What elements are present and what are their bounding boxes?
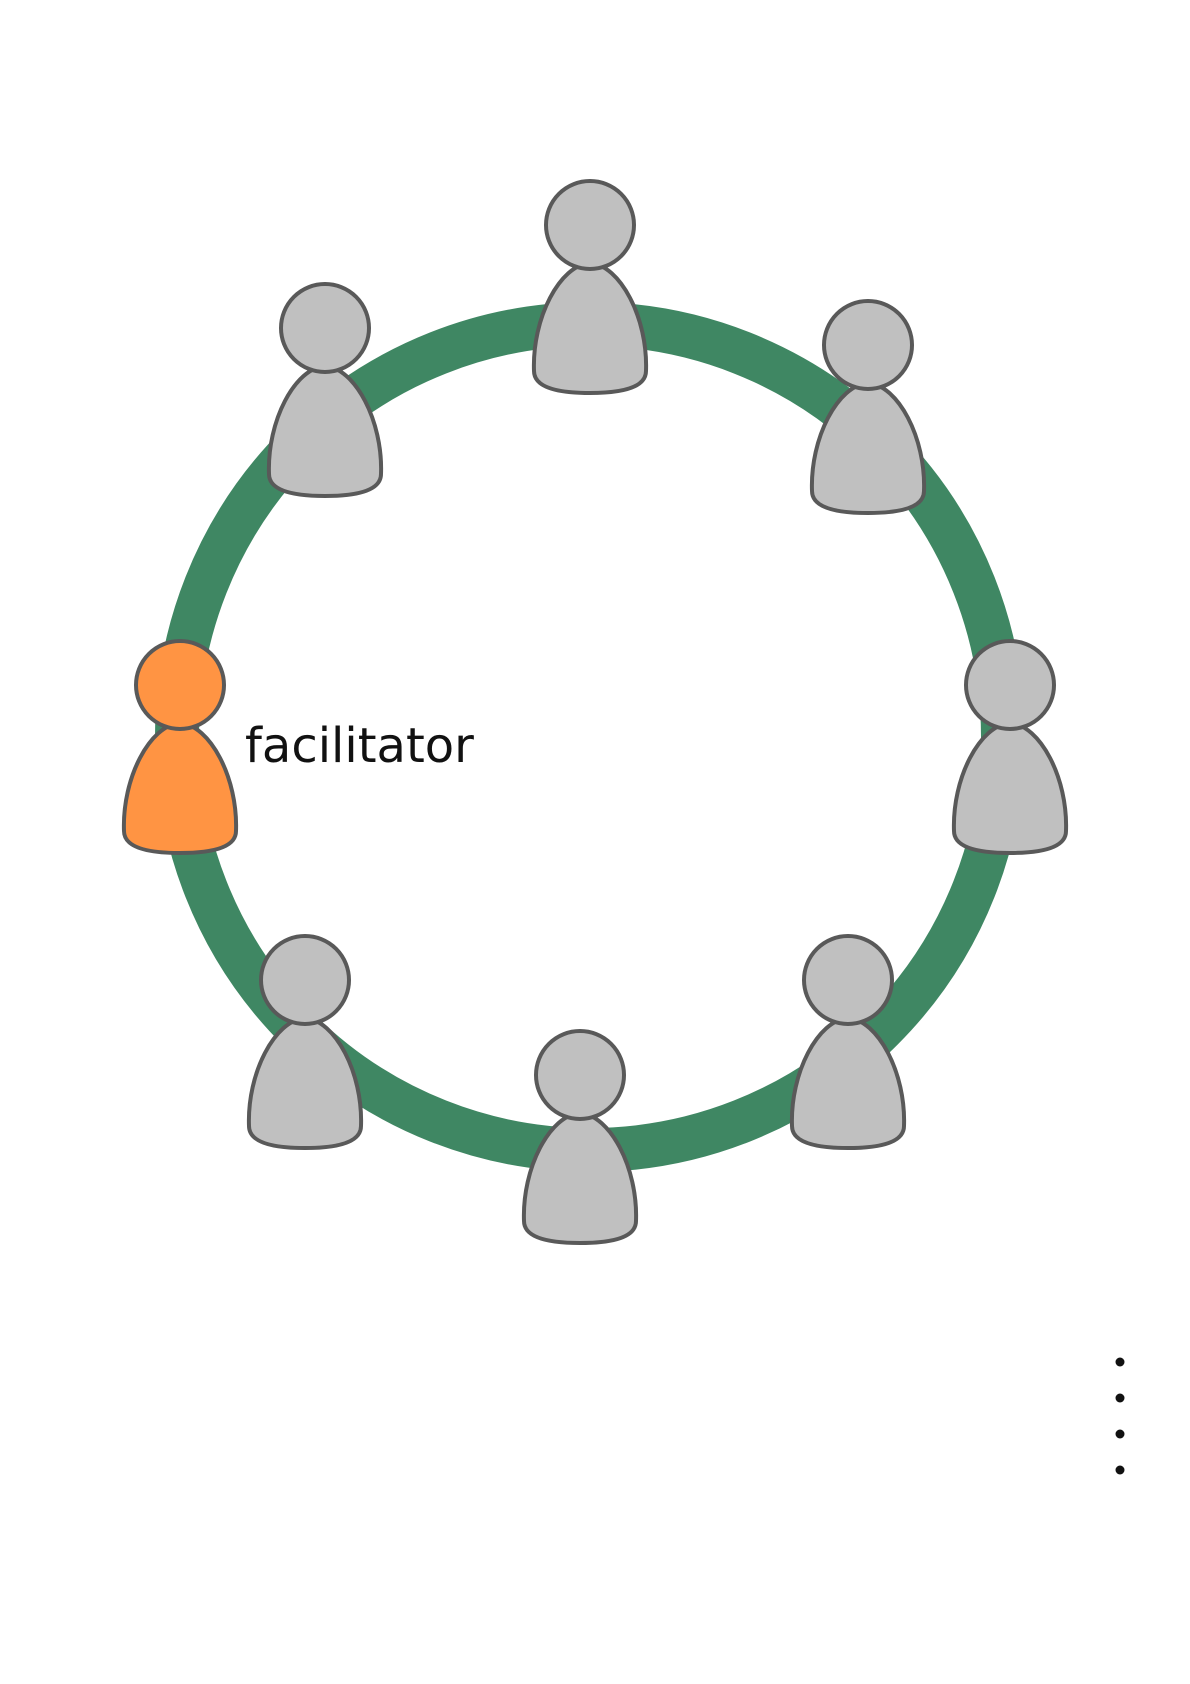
- person-head: [546, 181, 634, 269]
- people-group: [124, 181, 1066, 1243]
- person-head: [824, 301, 912, 389]
- ellipsis-dot: [1116, 1394, 1125, 1403]
- person-head: [261, 936, 349, 1024]
- person-head: [804, 936, 892, 1024]
- vertical-ellipsis-icon: [1116, 1358, 1125, 1475]
- person-body: [534, 263, 646, 393]
- facilitator-person-icon: [124, 641, 236, 853]
- person-head: [136, 641, 224, 729]
- person-body: [954, 723, 1066, 853]
- participant-person-icon: [534, 181, 646, 393]
- person-head: [536, 1031, 624, 1119]
- person-head: [281, 284, 369, 372]
- person-body: [249, 1018, 361, 1148]
- ellipsis-dot: [1116, 1358, 1125, 1367]
- ellipsis-dot: [1116, 1466, 1125, 1475]
- person-head: [966, 641, 1054, 729]
- person-body: [124, 723, 236, 853]
- participant-person-icon: [954, 641, 1066, 853]
- ellipsis-dot: [1116, 1430, 1125, 1439]
- facilitator-label: facilitator: [245, 718, 474, 774]
